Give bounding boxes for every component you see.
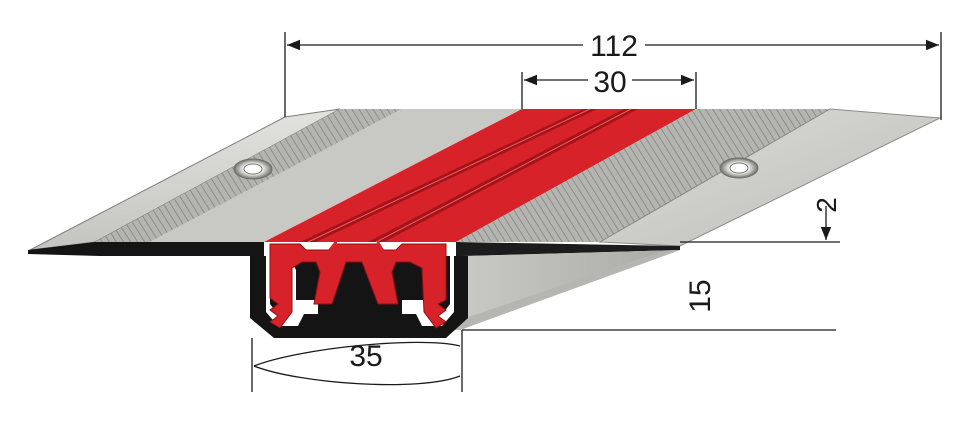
right-flange-edge [456, 242, 680, 256]
dimension-profile-height: 15 [684, 279, 717, 312]
screw-hole-icon [719, 157, 759, 179]
aluminium-profile [28, 108, 942, 338]
dimension-lines [251, 32, 942, 392]
insert-lip-left [328, 240, 340, 250]
channel-width-curve [253, 341, 461, 367]
insert-section [269, 243, 447, 329]
dimension-channel-width: 35 [349, 340, 382, 373]
right-flange-strip [598, 108, 942, 247]
channel-section [250, 256, 468, 338]
dimension-insert-width: 30 [593, 66, 626, 99]
left-flange-edge [28, 242, 264, 256]
insert-lip-right [374, 240, 384, 250]
right-ribbed-strip [456, 109, 830, 242]
dimension-edge-thickness: 2 [811, 197, 842, 213]
screw-hole-icon [233, 158, 273, 180]
dimension-overall-width: 112 [590, 30, 638, 63]
channel-bottom-face [430, 250, 680, 330]
left-inner-strip [150, 109, 522, 242]
